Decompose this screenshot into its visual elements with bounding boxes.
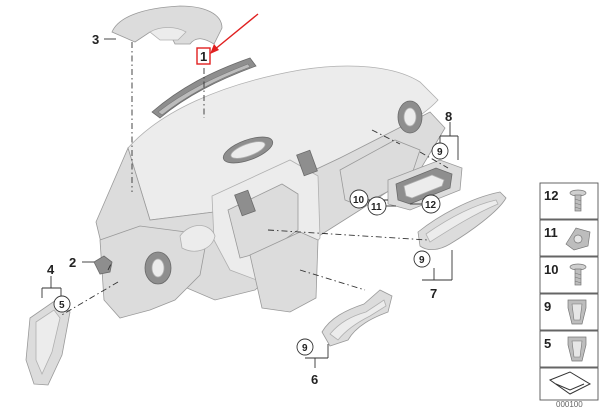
svg-text:12: 12 <box>544 188 558 203</box>
glovebox-part-8 <box>387 159 463 211</box>
clip-icon <box>567 336 587 362</box>
callout-5: 5 <box>59 300 65 311</box>
callout-labels: 3 1 2 4 5 8 9 10 11 12 9 7 9 6 <box>47 32 452 387</box>
highlight-arrow <box>196 13 259 65</box>
callout-4: 4 <box>47 262 55 277</box>
screw-icon <box>569 263 587 286</box>
callout-10: 10 <box>353 195 365 206</box>
panel-item-12: 12 <box>539 182 599 220</box>
small-parts-panel: 12 11 10 <box>539 182 599 408</box>
callout-12: 12 <box>425 200 437 211</box>
callout-6: 6 <box>311 372 318 387</box>
callout-8: 8 <box>445 109 452 124</box>
right-trim-part-7 <box>417 191 507 250</box>
panel-item-11: 11 <box>539 219 599 257</box>
mat-icon <box>548 371 592 395</box>
dashed-connection-lines <box>59 42 449 317</box>
footer-code: 000100 <box>556 400 583 408</box>
instrument-cover-part-3 <box>111 5 223 45</box>
clip-part-2 <box>93 255 113 275</box>
callout-3: 3 <box>92 32 99 47</box>
callout-9-top: 9 <box>437 147 443 158</box>
callout-leaders <box>41 38 459 368</box>
clip-icon <box>567 299 587 325</box>
screw-icon <box>569 189 587 212</box>
lower-trim-part-6 <box>321 289 393 347</box>
callout-9-right: 9 <box>419 255 425 266</box>
panel-item-9: 9 <box>539 293 599 331</box>
trim-strip-part-1 <box>151 57 257 119</box>
panel-item-mat <box>539 367 599 401</box>
callout-11: 11 <box>371 202 382 213</box>
callout-1: 1 <box>200 49 207 64</box>
panel-item-5: 5 <box>539 330 599 368</box>
svg-text:11: 11 <box>544 225 558 240</box>
clip-nut-icon <box>565 227 591 251</box>
svg-text:5: 5 <box>544 336 551 351</box>
panel-item-10: 10 <box>539 256 599 294</box>
svg-text:9: 9 <box>544 299 551 314</box>
svg-text:10: 10 <box>544 262 558 277</box>
callout-9-bottom: 9 <box>302 343 308 354</box>
dashboard-assembly <box>95 65 446 319</box>
callout-2: 2 <box>69 255 76 270</box>
side-panel-part-4 <box>25 299 71 386</box>
callout-7: 7 <box>430 286 437 301</box>
